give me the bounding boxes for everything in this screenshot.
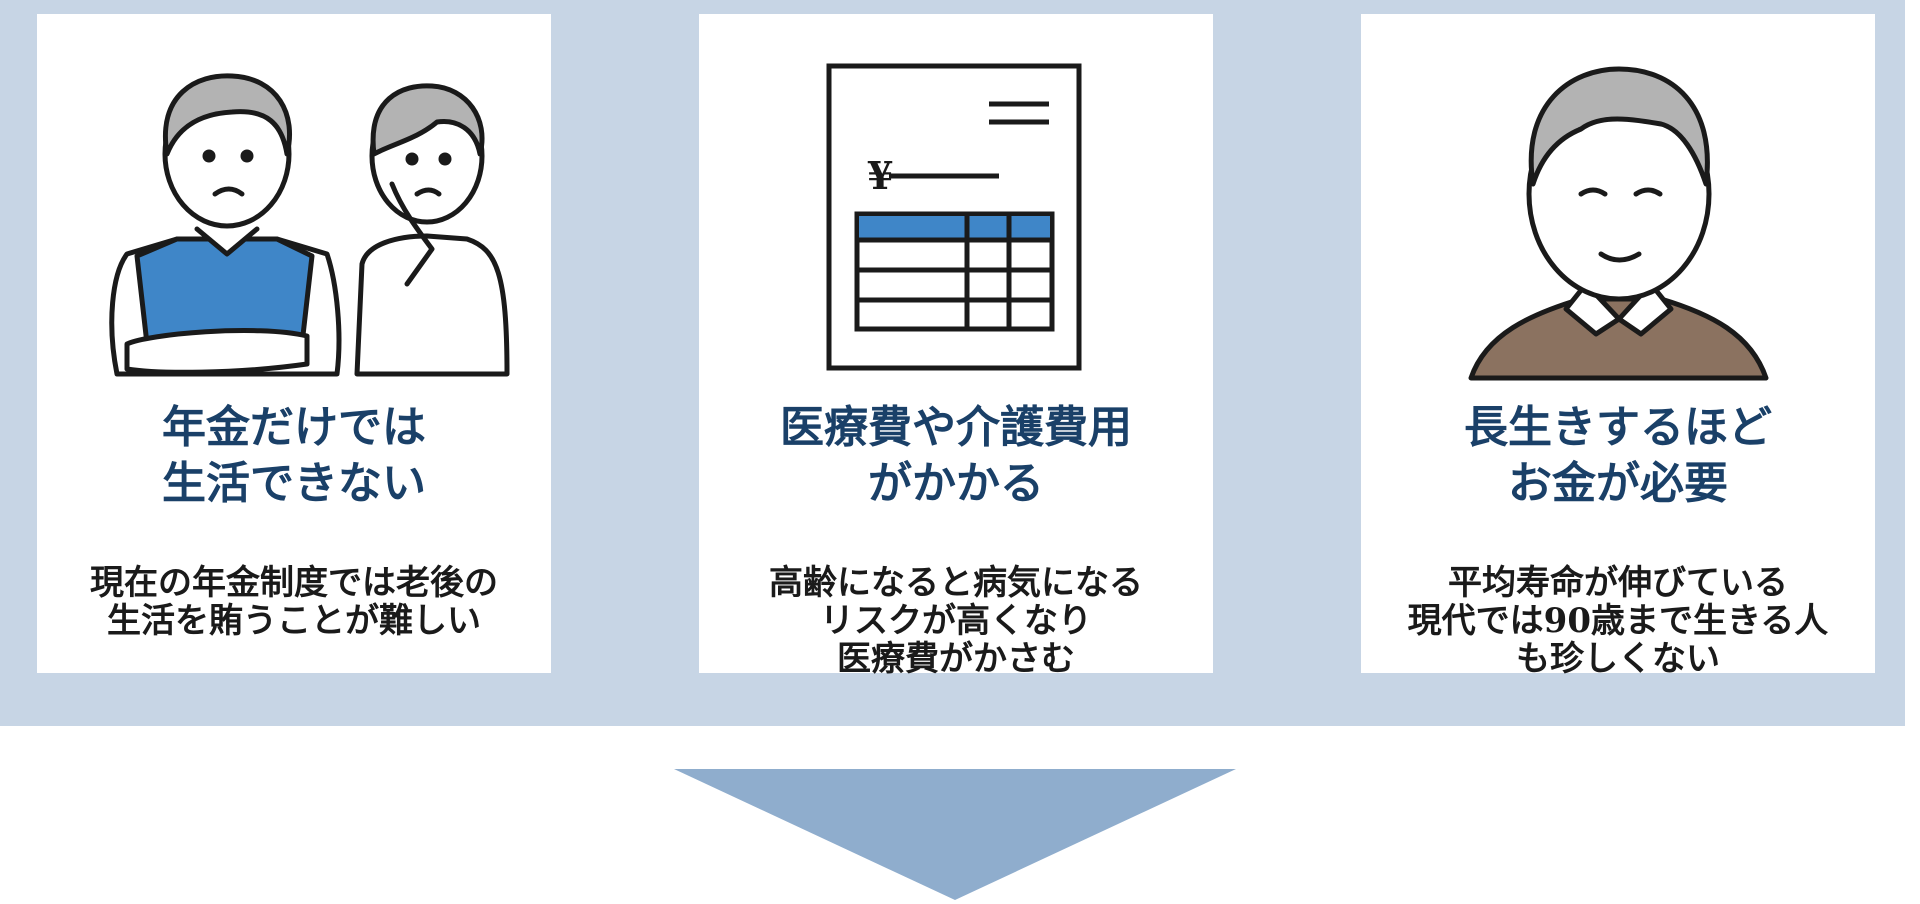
reason-card-longevity: 長生きするほど お金が必要 平均寿命が伸びている 現代では90歳まで生きる人 も… <box>1361 14 1875 678</box>
reason-title: 年金だけでは 生活できない <box>162 402 426 509</box>
reason-card-pension: 年金だけでは 生活できない 現在の年金制度では老後の 生活を賄うことが難しい <box>37 14 551 673</box>
reason-description: 現在の年金制度では老後の 生活を賄うことが難しい <box>90 563 498 641</box>
down-arrow-icon <box>674 769 1236 900</box>
reason-title: 長生きするほど お金が必要 <box>1464 402 1772 509</box>
elderly-man-icon <box>1468 66 1769 381</box>
reason-title: 医療費や介護費用 がかかる <box>780 402 1132 509</box>
reason-description: 高齢になると病気になる リスクが高くなり 医療費がかさむ <box>769 563 1143 679</box>
medical-bill-icon: ¥ <box>826 63 1082 371</box>
reason-card-medical: ¥ 医療費や介護費用 がかかる 高齢になると病気になる リスクが高くなり 医療費… <box>699 14 1213 678</box>
reason-description: 平均寿命が伸びている 現代では90歳まで生きる人 も珍しくない <box>1407 563 1829 679</box>
yen-symbol: ¥ <box>867 153 893 198</box>
worried-couple-icon <box>109 73 510 377</box>
